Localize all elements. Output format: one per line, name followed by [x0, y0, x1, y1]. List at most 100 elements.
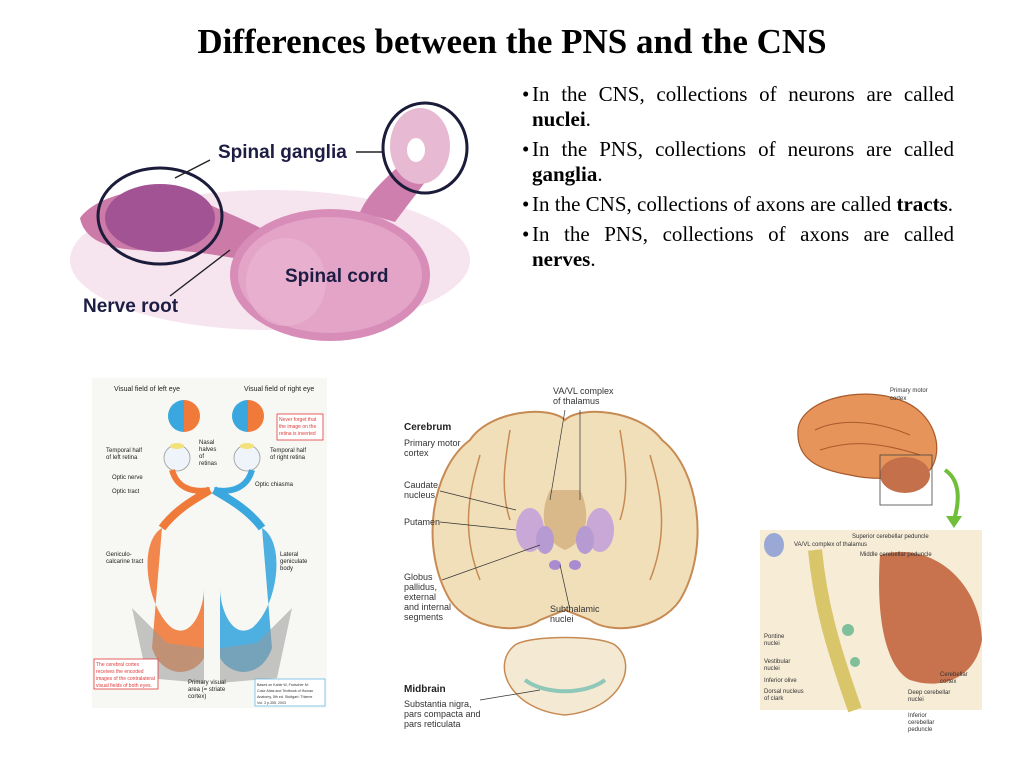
thalamus-region — [543, 490, 587, 550]
label-left-eye: Visual field of left eye — [114, 386, 180, 393]
credit-line: Based on Kahle W, Frotscher M: — [257, 683, 309, 687]
credit-line: Color Atlas and Textbook of Human — [257, 689, 313, 693]
spinal-cord-grey — [246, 238, 326, 326]
right-optic-tract — [211, 486, 266, 531]
label-cerebellar-cortex: Cerebellar — [940, 672, 968, 678]
bullet-dot: • — [522, 222, 530, 246]
right-optic-radiation — [220, 528, 277, 672]
label-substantia: pars compacta and — [404, 709, 481, 719]
bullet-item: • In the PNS, collections of neurons are… — [522, 137, 954, 187]
credit-line: Anatomy, 5th ed. Stuttgart: Thieme — [257, 695, 312, 699]
bullet-term: tracts — [896, 192, 948, 216]
label-va-vl: of thalamus — [553, 396, 600, 406]
left-field-blue — [168, 400, 184, 432]
label-caudate: nucleus — [404, 490, 436, 500]
label-midbrain: Midbrain — [404, 684, 446, 695]
label-inferior-peduncle: Inferior — [908, 713, 927, 719]
bullet-text: In the PNS, collections of neurons are c… — [532, 137, 954, 186]
label-dorsal-nucleus: of clark — [764, 696, 784, 702]
zoom-arrow-head — [946, 516, 962, 528]
bullet-post: . — [590, 247, 596, 271]
leader-line — [559, 564, 571, 611]
leader-line — [439, 490, 517, 511]
label-geniculo: calcarine tract — [106, 559, 144, 565]
label-substantia: pars reticulata — [404, 719, 461, 729]
label-spinal-ganglia: Spinal ganglia — [218, 142, 347, 163]
label-pontine: Pontine — [764, 634, 785, 640]
bullet-dot: • — [522, 137, 530, 161]
left-optic-radiation — [147, 528, 204, 672]
midbrain-outline — [503, 636, 627, 716]
label-putamen: Putamen — [404, 517, 440, 527]
label-primary-motor: Primary motor — [404, 438, 461, 448]
bullet-dot: • — [522, 192, 530, 216]
label-temporal-right: of right retina — [270, 455, 306, 461]
bullet-pre: In the CNS, collections of neurons are c… — [532, 82, 954, 106]
label-globus: Globus — [404, 572, 433, 582]
label-spinal-cord: Spinal cord — [285, 266, 388, 287]
left-field-orange — [184, 400, 200, 432]
label-va-vl: VA/VL complex of thalamus — [794, 542, 867, 548]
label-cerebrum: Cerebrum — [404, 422, 451, 433]
bullet-term: ganglia — [532, 162, 598, 186]
label-optic-chiasma: Optic chiasma — [255, 482, 294, 488]
label-nasal: Nasal — [199, 440, 214, 446]
label-temporal-right: Temporal half — [270, 448, 306, 454]
note-bottom-line: receives the encoded — [96, 669, 144, 675]
bullet-post: . — [597, 162, 603, 186]
label-geniculo: Geniculo- — [106, 552, 132, 558]
bullet-list: • In the CNS, collections of neurons are… — [522, 82, 954, 277]
label-primary-motor: Primary motor — [890, 388, 928, 394]
label-globus: external — [404, 592, 436, 602]
cortex-sulci — [467, 429, 663, 581]
label-inferior-peduncle: cerebellar — [908, 720, 934, 726]
brainstem-pathway — [808, 549, 862, 713]
label-right-eye: Visual field of right eye — [244, 386, 314, 393]
spinal-cord-section-figure: Spinal ganglia Spinal cord Nerve root — [70, 101, 470, 341]
note-bottom-line: The cerebral cortex — [96, 662, 140, 668]
brain-gyri — [814, 421, 921, 456]
note-box-top — [276, 413, 324, 441]
bullet-item: • In the PNS, collections of axons are c… — [522, 222, 954, 272]
bullet-post: . — [585, 107, 591, 131]
bullet-post: . — [947, 192, 954, 216]
label-globus: segments — [404, 612, 444, 622]
subthalamic-left — [549, 560, 561, 570]
leader-line — [169, 249, 231, 297]
label-nasal: of — [199, 454, 204, 460]
right-field-blue — [232, 400, 248, 432]
credit-box — [254, 678, 326, 707]
bullet-item: • In the CNS, collections of axons are c… — [522, 192, 954, 217]
thalamus-blob — [764, 533, 784, 557]
coronal-brain-figure: VA/VL complex of thalamus Cerebrum Prima… — [404, 386, 699, 729]
label-primary-motor: cortex — [890, 396, 906, 402]
substantia-nigra — [523, 678, 607, 694]
label-nerve-root: Nerve root — [83, 296, 179, 317]
label-optic-nerve: Optic nerve — [112, 475, 143, 481]
small-cerebellum — [880, 457, 930, 493]
label-temporal-left: of left retina — [106, 455, 138, 461]
cerebellum-detail — [879, 551, 982, 684]
label-subthalamic: nuclei — [550, 614, 574, 624]
leader-line — [174, 159, 211, 179]
label-globus: and internal — [404, 602, 451, 612]
bullet-term: nerves — [532, 247, 591, 271]
left-ganglion-tissue — [105, 184, 215, 252]
slide-title: Differences between the PNS and the CNS — [197, 22, 827, 61]
right-field-orange — [248, 400, 264, 432]
label-superior-peduncle: Superior cerebellar peduncle — [852, 534, 929, 540]
label-cerebellar-cortex: cortex — [940, 679, 956, 685]
note-top-line: Never forget that — [279, 417, 317, 423]
bullet-pre: In the PNS, collections of neurons are c… — [532, 137, 954, 161]
globus-left — [536, 526, 554, 554]
label-caudate: Caudate — [404, 480, 438, 490]
visual-pathway-figure: Visual field of left eye Visual field of… — [92, 378, 327, 708]
leader-line — [441, 544, 541, 581]
label-vestibular: nuclei — [764, 666, 780, 672]
note-bottom-line: images of the contralateral — [96, 676, 155, 682]
leader-line — [479, 689, 541, 701]
zoom-arrow — [943, 468, 960, 521]
subthalamic-right — [569, 560, 581, 570]
ganglion-hole — [407, 138, 425, 162]
label-primary-motor: cortex — [404, 448, 429, 458]
